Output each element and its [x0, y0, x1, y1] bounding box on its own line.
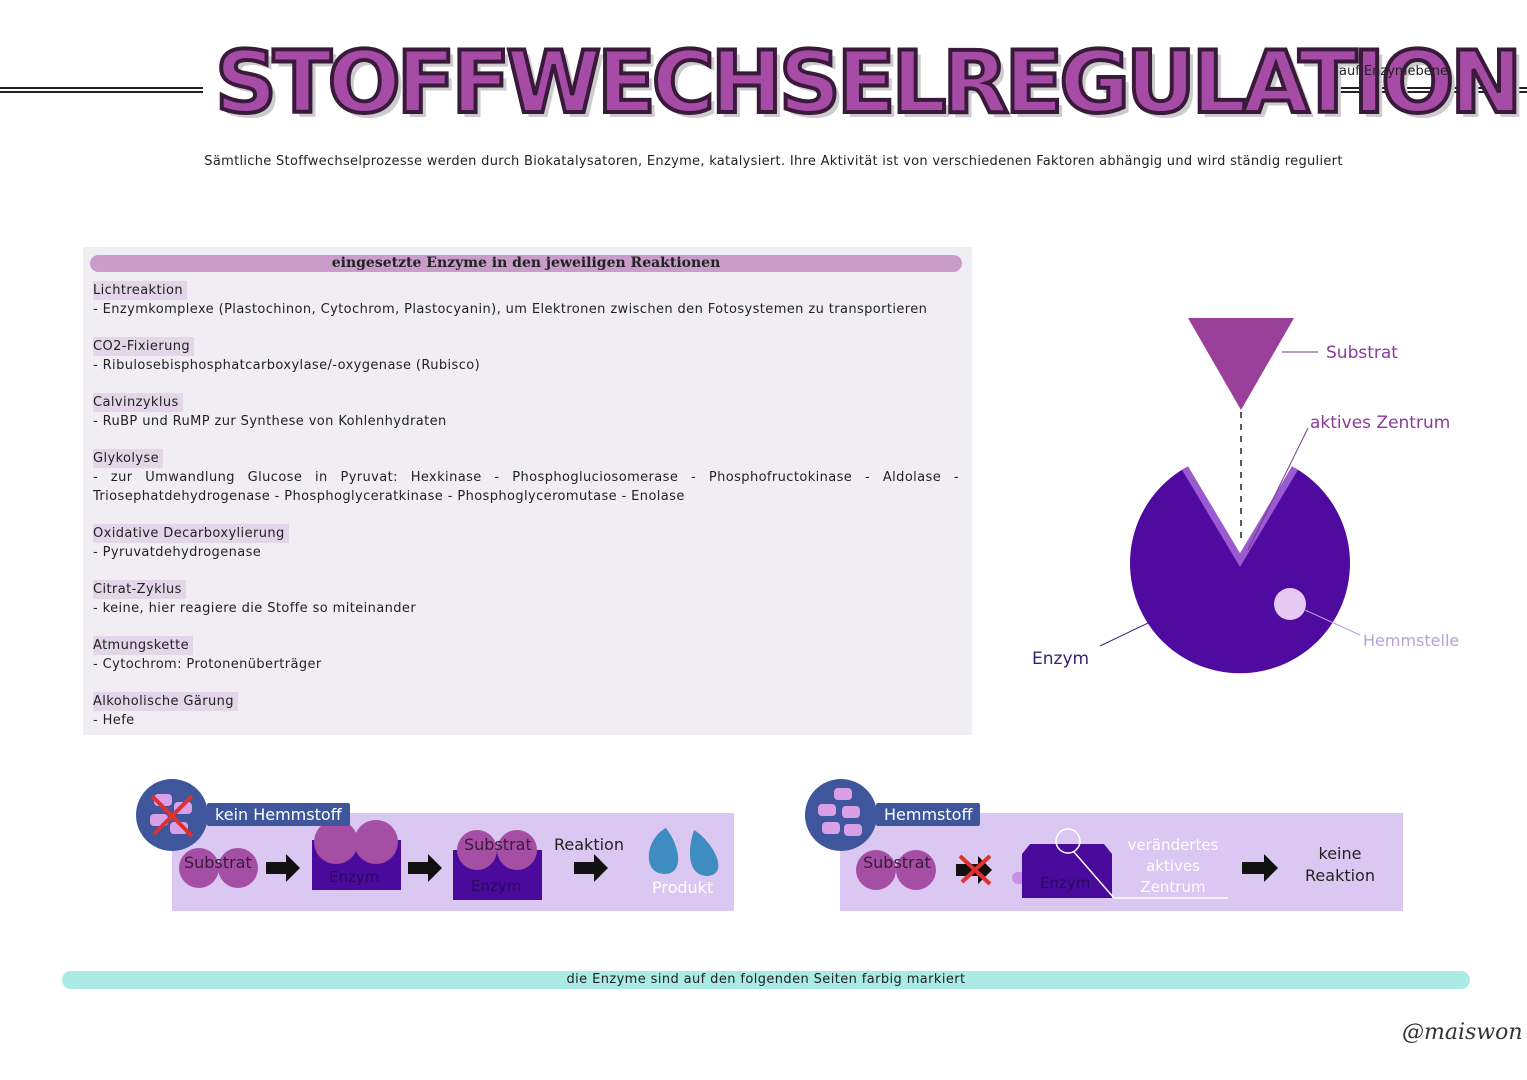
enzyme-section: CO2-Fixierung - Ribulosebisphosphatcarbox… [93, 337, 959, 375]
section-text: - Enzymkomplexe (Plastochinon, Cytochrom… [93, 302, 928, 317]
section-title: Citrat-Zyklus [93, 580, 186, 599]
section-text: - zur Umwandlung Glucose in Pyruvat: Hex… [93, 470, 959, 504]
produkt-text: Produkt [652, 878, 714, 897]
section-title: Lichtreaktion [93, 281, 187, 300]
substrat-triangle [1188, 318, 1294, 410]
substrat-text: Substrat [184, 853, 252, 872]
hemmstelle-circle [1274, 588, 1306, 620]
section-title: Glykolyse [93, 449, 164, 468]
enzym-text-2: Enzym [471, 877, 522, 895]
label-substrat: Substrat [1326, 343, 1398, 363]
enzymes-heading: eingesetzte Enzyme in den jeweiligen Rea… [90, 255, 962, 272]
enzyme-section: Citrat-Zyklus - keine, hier reagiere die … [93, 580, 959, 618]
cross-icon [958, 854, 992, 886]
section-text: - Hefe [93, 713, 135, 728]
label-hemmstelle: Hemmstelle [1363, 631, 1459, 650]
active-site-rim [1181, 466, 1299, 567]
enzyme-section: Calvinzyklus - RuBP und RuMP zur Synthese… [93, 393, 959, 431]
section-text: - Cytochrom: Protonenüberträger [93, 657, 322, 672]
no-inhibitor-graphic [136, 779, 719, 900]
signature: @maiswon [1402, 1020, 1523, 1045]
title-rule-left [0, 87, 203, 93]
no-reaction-text: keine Reaktion [1305, 844, 1375, 885]
section-title: CO2-Fixierung [93, 337, 194, 356]
arrow-icon [266, 854, 300, 882]
label-kein-hemmstoff: kein Hemmstoff [207, 803, 350, 826]
enzyme-diagram: Substrat aktives Zentrum Enzym Hemmstell… [1032, 318, 1459, 674]
section-title: Atmungskette [93, 636, 193, 655]
enzyme-shape [1130, 468, 1350, 674]
footer-note: die Enzyme sind auf den folgenden Seiten… [62, 971, 1470, 989]
label-hemmstoff: Hemmstoff [876, 803, 981, 826]
enzyme-section: Alkoholische Gärung - Hefe [93, 692, 959, 730]
page-title: STOFFWECHSELREGULATION [213, 31, 1524, 135]
enzyme-section: Lichtreaktion - Enzymkomplexe (Plastochin… [93, 281, 959, 319]
enzym-text-3: Enzym [1040, 874, 1091, 892]
inhibitor-graphic [805, 779, 1278, 899]
enzyme-section: Atmungskette - Cytochrom: Protonenüberträ… [93, 636, 959, 674]
section-title: Calvinzyklus [93, 393, 183, 412]
reaktion-text: Reaktion [554, 835, 624, 854]
enzyme-section: Oxidative Decarboxylierung - Pyruvatdehyd… [93, 524, 959, 562]
section-title: Oxidative Decarboxylierung [93, 524, 289, 543]
enzymes-box: eingesetzte Enzyme in den jeweiligen Rea… [83, 247, 972, 735]
section-text: - RuBP und RuMP zur Synthese von Kohlenh… [93, 414, 447, 429]
enzyme-section: Glykolyse - zur Umwandlung Glucose in Pyr… [93, 449, 959, 506]
subtitle: Sämtliche Stoffwechselprozesse werden du… [204, 154, 1343, 169]
section-text: - keine, hier reagiere die Stoffe so mit… [93, 601, 417, 616]
substrat-text-2: Substrat [464, 835, 532, 854]
section-text: - Ribulosebisphosphatcarboxylase/-oxygen… [93, 358, 481, 373]
substrat-text-3: Substrat [863, 853, 931, 872]
enzym-text: Enzym [329, 868, 380, 886]
label-aktives-zentrum: aktives Zentrum [1310, 413, 1450, 433]
cross-icon [150, 794, 194, 838]
section-title: Alkoholische Gärung [93, 692, 238, 711]
label-enzym: Enzym [1032, 649, 1089, 669]
title-rule-right [1340, 87, 1527, 93]
title-tag: auf Enzymebene [1339, 64, 1449, 79]
changed-site-text: verändertes aktives Zentrum [1127, 836, 1219, 896]
section-text: - Pyruvatdehydrogenase [93, 545, 262, 560]
